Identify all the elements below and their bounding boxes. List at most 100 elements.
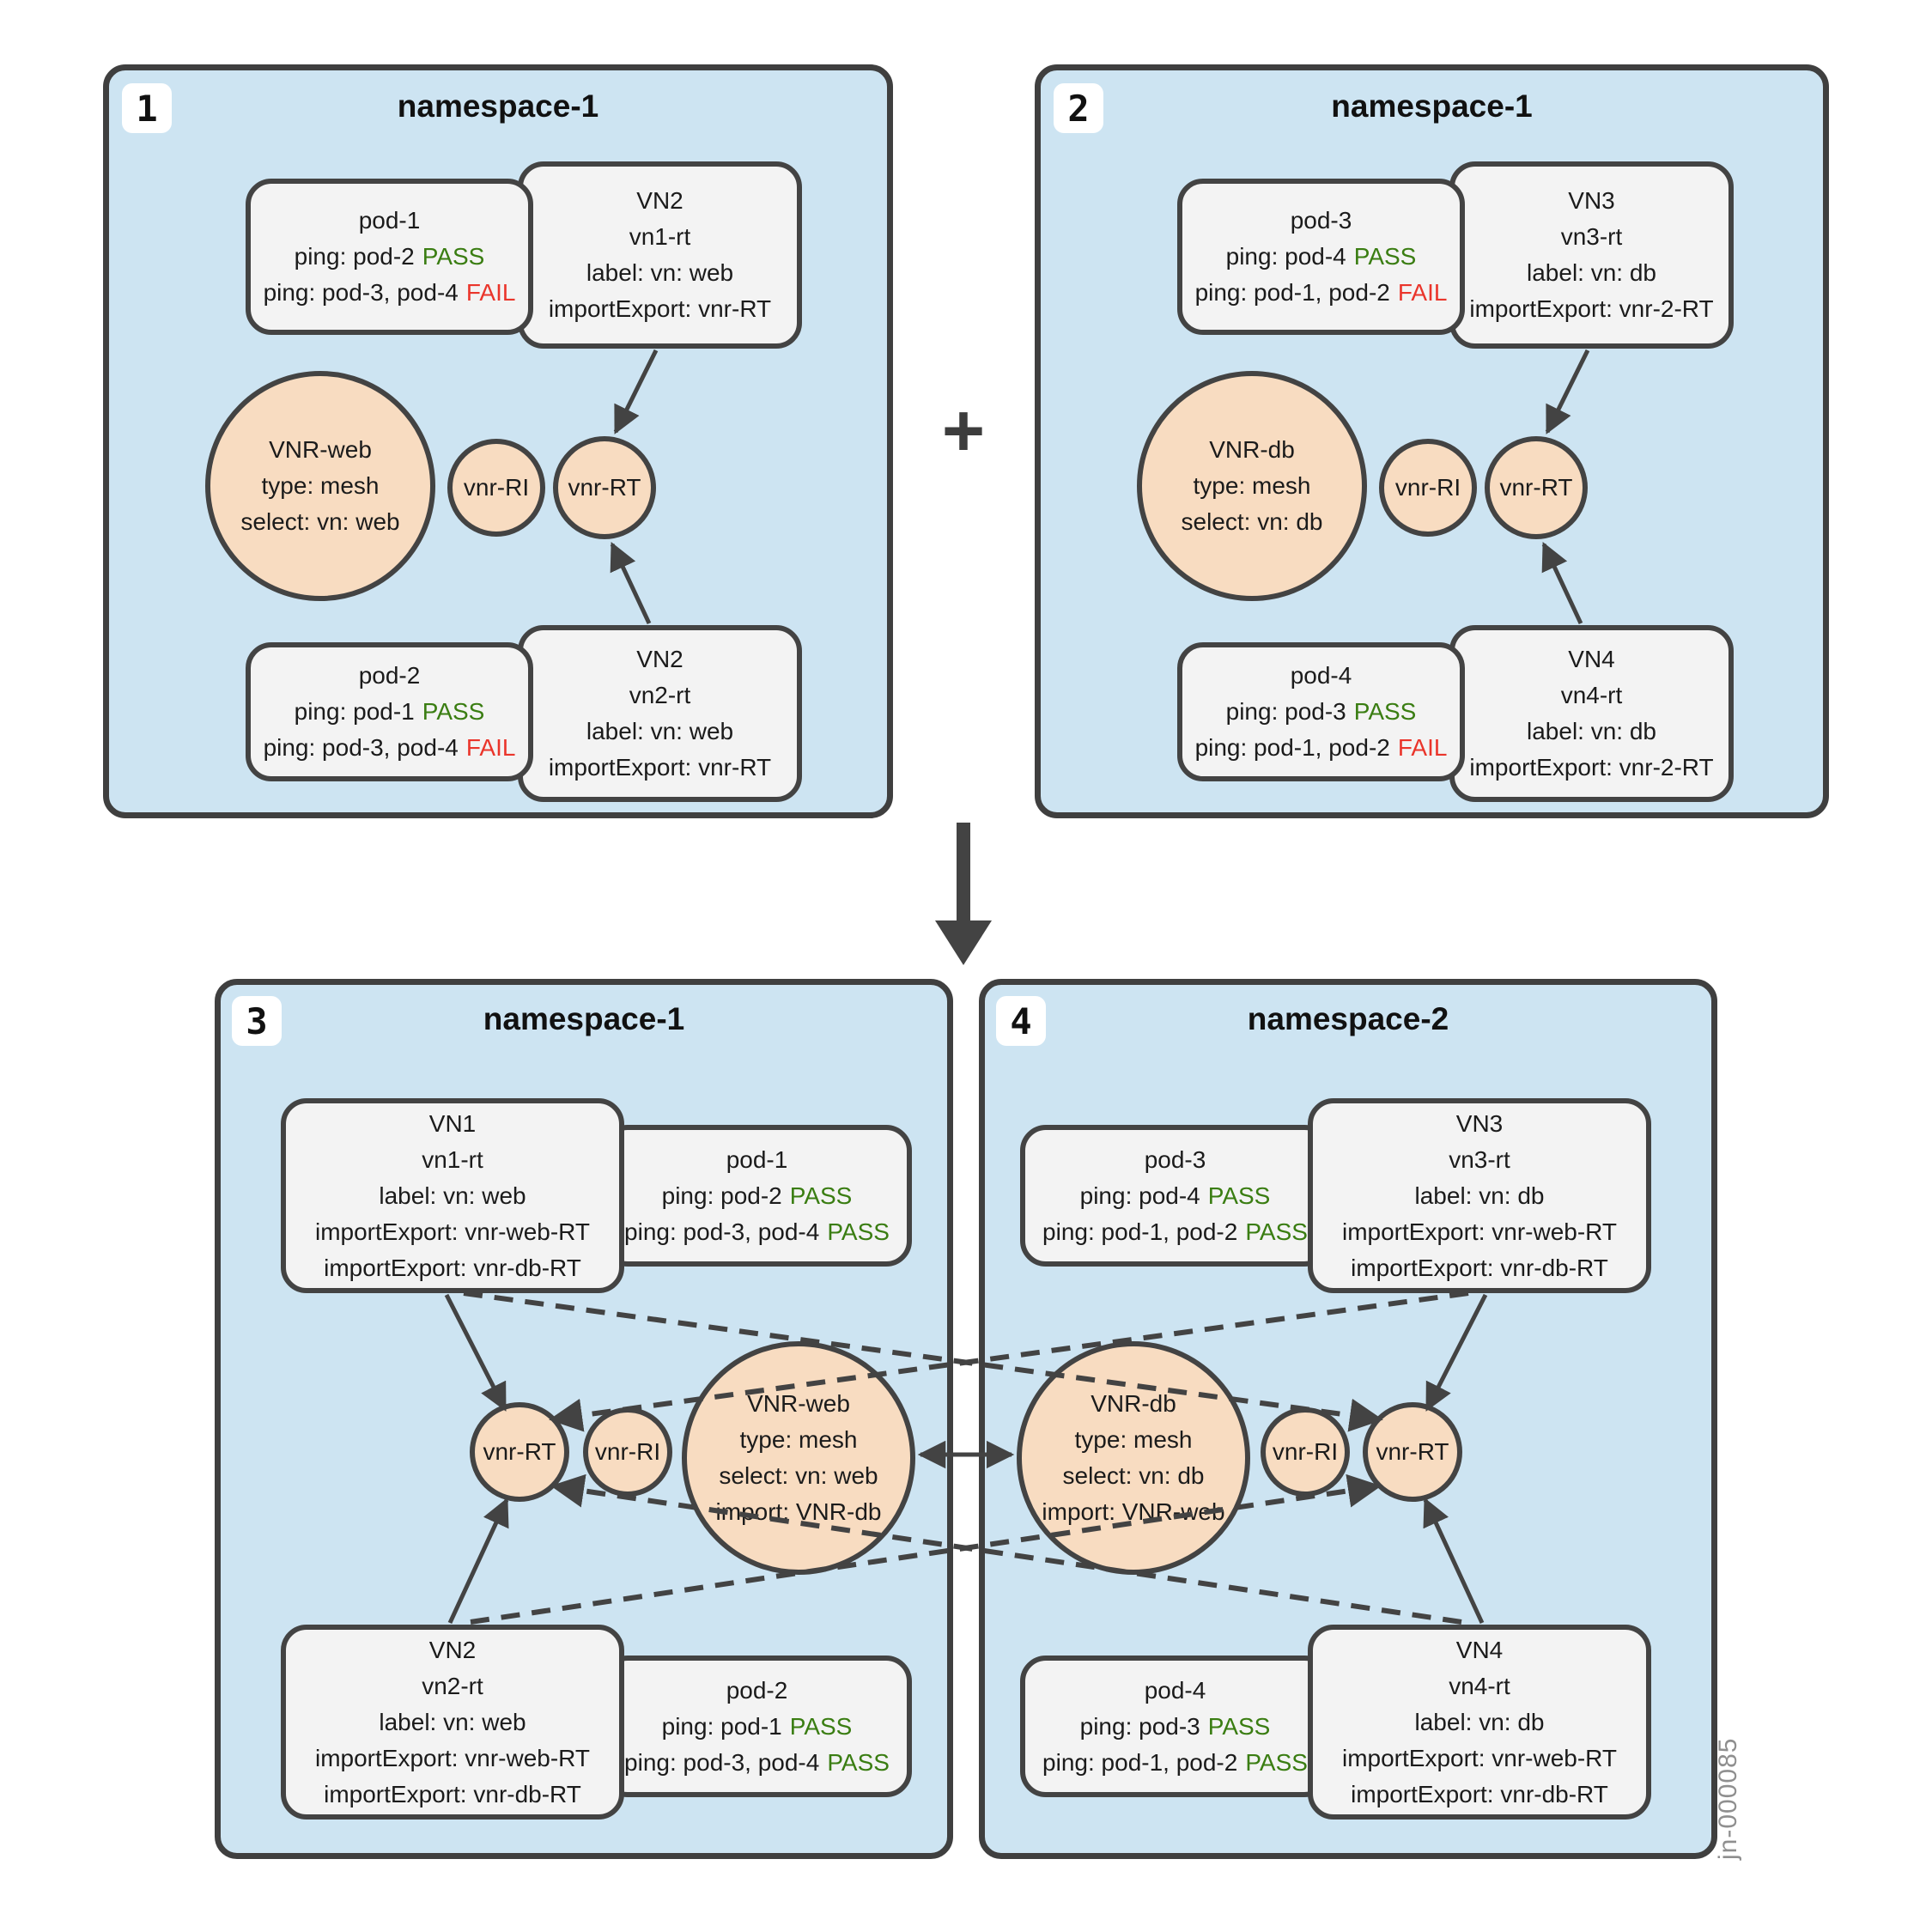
vnr-name: VNR-web (747, 1390, 850, 1417)
panel-2-vnr-db-circle: VNR-db type: mesh select: vn: db (1137, 371, 1367, 601)
panel-3-vn-top-box: VN1 vn1-rt label: vn: web importExport: … (281, 1098, 624, 1293)
panel-1-vn-bottom-box: VN2 vn2-rt label: vn: web importExport: … (518, 625, 802, 802)
panel-4-vnr-db-circle: VNR-db type: mesh select: vn: db import:… (1017, 1341, 1250, 1575)
vn-import-export: importExport: vnr-web-RT (1341, 1744, 1617, 1771)
ping-status: FAIL (1397, 734, 1448, 761)
panel-4-vn-top-box: VN3 vn3-rt label: vn: db importExport: v… (1308, 1098, 1651, 1293)
plus-operator: + (941, 389, 986, 472)
panel-3-vnr-ri-circle: vnr-RI (583, 1407, 672, 1497)
vn-rt: vn2-rt (629, 682, 691, 708)
vn-import-export: importExport: vnr-2-RT (1469, 295, 1714, 322)
panel-2-title: namespace-1 (1331, 88, 1533, 124)
panel-4-vn-bottom-box: VN4 vn4-rt label: vn: db importExport: v… (1308, 1625, 1651, 1820)
vn-import-export: importExport: vnr-RT (548, 754, 772, 781)
pod-name: pod-3 (1290, 207, 1352, 234)
panel-3-number-badge: 3 (232, 996, 282, 1046)
panel-1-vnr-rt-circle: vnr-RT (553, 436, 656, 539)
vn-import-export: importExport: vnr-db-RT (1351, 1780, 1608, 1807)
vn-name: VN2 (428, 1636, 477, 1663)
ping-status: PASS (1353, 243, 1417, 270)
ping-status: PASS (827, 1748, 890, 1776)
vn-import-export: importExport: vnr-RT (548, 295, 772, 322)
vn-import-export: importExport: vnr-db-RT (324, 1254, 581, 1281)
vn-label: label: vn: web (379, 1708, 526, 1735)
panel-1-vnr-web-circle: VNR-web type: mesh select: vn: web (205, 371, 435, 601)
vnr-select: select: vn: db (1181, 508, 1323, 535)
vn-name: VN2 (636, 187, 683, 214)
vn-rt: vn1-rt (629, 223, 691, 250)
pod-name: pod-2 (726, 1676, 788, 1704)
pod-name: pod-4 (1144, 1676, 1206, 1704)
vn-rt: vn4-rt (1560, 682, 1623, 708)
vn-rt: vn2-rt (422, 1672, 483, 1699)
panel-2-vnr-rt-circle: vnr-RT (1485, 436, 1588, 539)
panel-4-vnr-ri-circle: vnr-RI (1261, 1407, 1350, 1497)
ping-status: PASS (1353, 698, 1417, 725)
ping-status: PASS (1207, 1182, 1271, 1209)
panel-2-number-badge: 2 (1054, 83, 1103, 133)
vn-label: label: vn: web (586, 718, 734, 744)
panel-3-title: namespace-1 (483, 1001, 685, 1036)
vn-rt: vn3-rt (1560, 223, 1623, 250)
pod-name: pod-1 (358, 207, 421, 234)
panel-1-number-badge: 1 (122, 83, 172, 133)
pod-name: pod-4 (1290, 662, 1352, 689)
vnr-select: select: vn: db (1062, 1462, 1205, 1489)
ping-status: FAIL (465, 734, 516, 761)
down-arrow-head (935, 920, 992, 965)
vn-label: label: vn: db (1414, 1182, 1545, 1209)
vn-name: VN2 (636, 646, 683, 672)
vn-name: VN4 (1568, 646, 1615, 672)
panel-4-number-badge: 4 (996, 996, 1046, 1046)
vn-import-export: importExport: vnr-db-RT (324, 1780, 581, 1807)
vn-label: label: vn: web (586, 259, 734, 286)
panel-2-vnr-ri-circle: vnr-RI (1379, 439, 1477, 537)
panel-3-vnr-rt-circle: vnr-RT (470, 1402, 569, 1502)
panel-4-vnr-rt-circle: vnr-RT (1363, 1402, 1462, 1502)
panel-1-title: namespace-1 (397, 88, 599, 124)
vn-import-export: importExport: vnr-web-RT (314, 1744, 590, 1771)
ping-status: PASS (789, 1182, 853, 1209)
vn-name: VN3 (1568, 187, 1615, 214)
vnr-select: select: vn: web (719, 1462, 878, 1489)
vn-label: label: vn: web (379, 1182, 526, 1209)
vnr-select: select: vn: web (240, 508, 400, 535)
ping-status: FAIL (1397, 279, 1448, 306)
ping-status: PASS (1245, 1218, 1308, 1245)
panel-3-vn-bottom-box: VN2 vn2-rt label: vn: web importExport: … (281, 1625, 624, 1820)
ping-status: PASS (422, 243, 485, 270)
vn-import-export: importExport: vnr-db-RT (1351, 1254, 1608, 1281)
pod-name: pod-1 (726, 1145, 788, 1173)
figure-id-watermark: jn-000085 (1714, 1737, 1742, 1860)
panel-2-vn-top-box: VN3 vn3-rt label: vn: db importExport: v… (1449, 161, 1734, 349)
vn-import-export: importExport: vnr-2-RT (1469, 754, 1714, 781)
vnr-type: type: mesh (1193, 472, 1311, 499)
vnr-import: import: VNR-db (715, 1498, 882, 1525)
panel-2-vn-bottom-box: VN4 vn4-rt label: vn: db importExport: v… (1449, 625, 1734, 802)
ping-status: PASS (1207, 1712, 1271, 1740)
vnr-type: type: mesh (261, 472, 380, 499)
vn-rt: vn1-rt (422, 1145, 483, 1173)
vn-import-export: importExport: vnr-web-RT (314, 1218, 590, 1245)
vn-label: label: vn: db (1527, 259, 1656, 286)
vn-rt: vn4-rt (1449, 1672, 1510, 1699)
vnr-type: type: mesh (739, 1426, 858, 1453)
